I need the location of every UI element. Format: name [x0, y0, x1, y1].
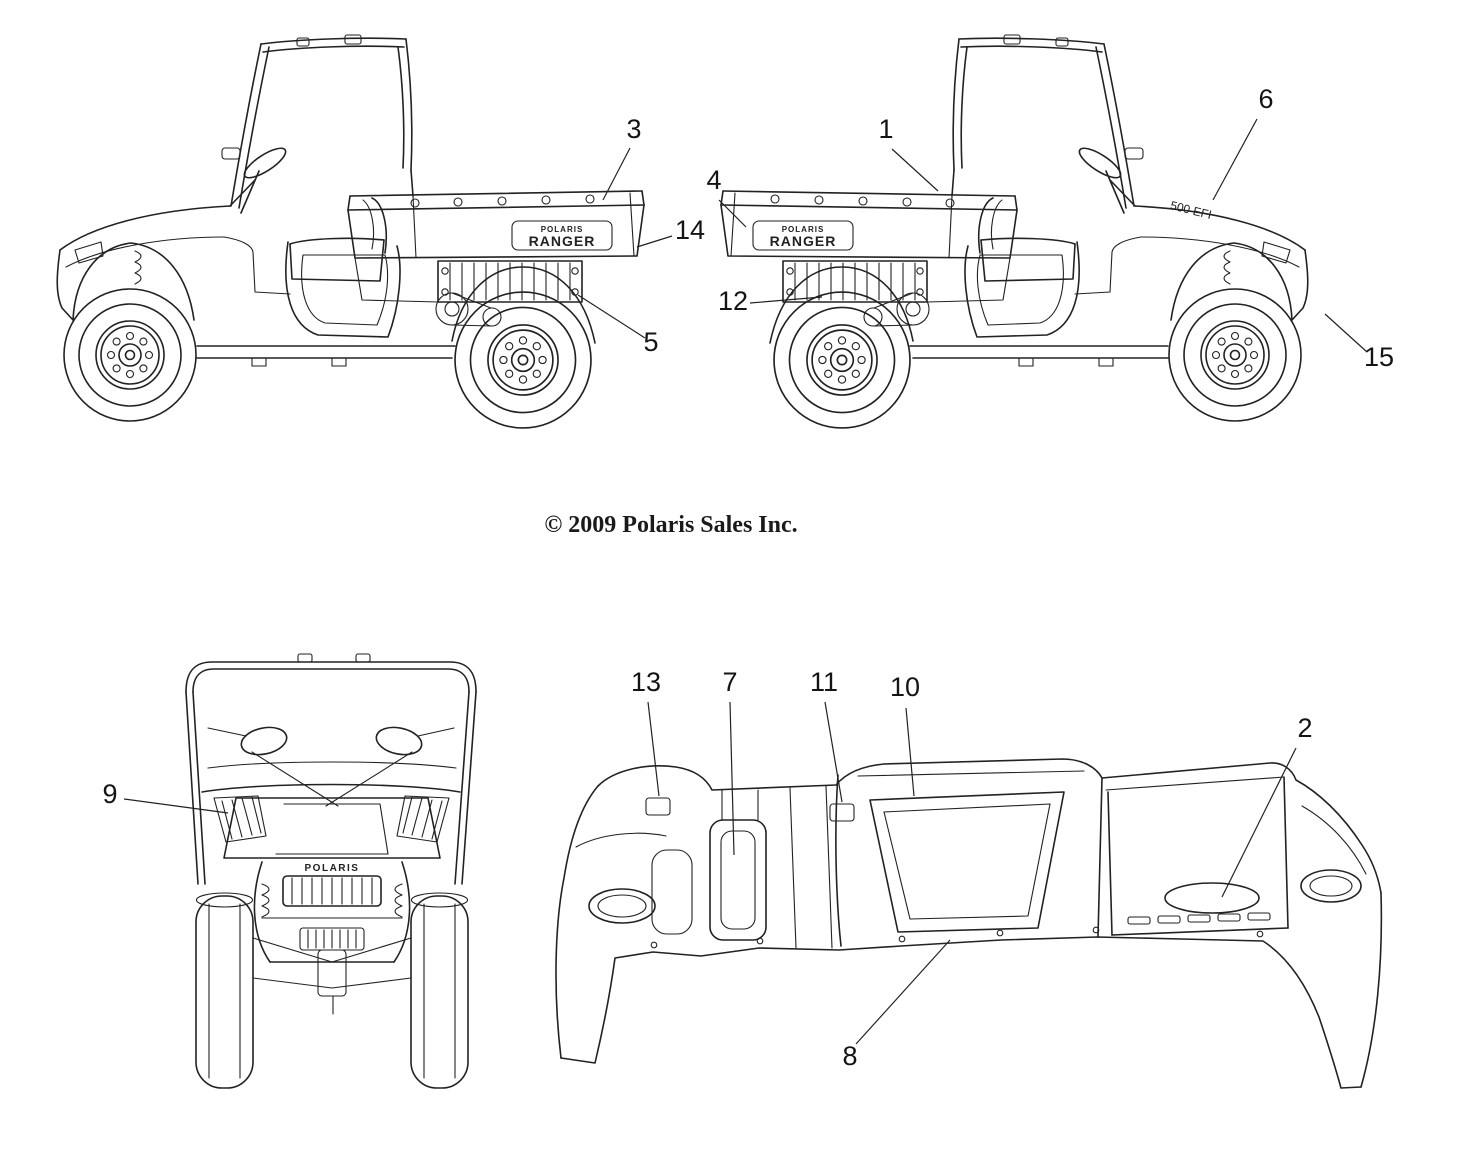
center-opening-inner	[883, 803, 1051, 920]
center-hood-hump	[835, 770, 1103, 947]
front-suspension	[252, 883, 412, 1015]
decal-500efi: 500 EFI	[1169, 198, 1213, 222]
callout-12-number: 12	[718, 286, 748, 316]
callout-9-leader	[123, 798, 229, 814]
callout-7-leader	[729, 701, 735, 856]
decal-polaris-front: POLARIS	[305, 863, 360, 874]
front-view	[185, 653, 477, 1089]
right-mirror	[375, 726, 423, 756]
right-fender-pod	[1300, 805, 1367, 903]
callout-8: 8	[842, 939, 951, 1071]
callout-3-number: 3	[626, 114, 641, 144]
dash-panel-view	[555, 758, 1383, 1089]
decal-location-11	[829, 803, 855, 822]
front-roll-cage	[185, 653, 477, 885]
grille-bumper	[253, 861, 411, 963]
callout-7-number: 7	[722, 667, 737, 697]
callout-14-number: 14	[675, 215, 705, 245]
callout-12: 12	[718, 286, 823, 316]
right-headlight-pod	[396, 795, 450, 843]
callout-1-leader	[891, 148, 939, 192]
callout-15-leader	[1324, 313, 1368, 353]
left-front-tire	[195, 895, 254, 1089]
callout-5: 5	[577, 294, 659, 357]
decal-ranger-left: RANGER	[529, 233, 596, 249]
callout-15-number: 15	[1364, 342, 1394, 372]
right-storage-box	[1105, 776, 1289, 936]
callout-2: 2	[1221, 713, 1313, 898]
left-mirror	[240, 726, 288, 756]
decal-location-2	[1164, 882, 1260, 914]
dash-left-edge	[555, 785, 599, 1059]
callout-6-leader	[1212, 118, 1258, 201]
callout-15: 15	[1324, 313, 1394, 372]
callout-7: 7	[722, 667, 738, 856]
decal-location-13	[645, 797, 671, 816]
dash-top-edge	[597, 758, 1382, 894]
decal-polaris-left: POLARIS	[541, 225, 584, 234]
callout-8-leader	[855, 939, 951, 1045]
cage-braces	[207, 751, 457, 807]
mirrors	[207, 726, 455, 756]
callout-4-number: 4	[706, 165, 721, 195]
callout-9: 9	[102, 779, 229, 814]
callout-10-number: 10	[890, 672, 920, 702]
callout-10: 10	[890, 672, 920, 797]
center-console	[709, 789, 767, 941]
callout-5-number: 5	[643, 327, 658, 357]
callout-14: 14	[636, 215, 705, 248]
callout-11-number: 11	[810, 667, 838, 697]
callout-6: 6	[1212, 84, 1274, 201]
decal-ranger-right: RANGER	[770, 233, 837, 249]
callout-13: 13	[631, 667, 661, 797]
callout-13-leader	[647, 701, 660, 797]
front-hood	[201, 783, 461, 859]
callout-12-leader	[749, 296, 823, 304]
callout-11: 11	[810, 667, 843, 803]
callout-4-leader	[718, 199, 747, 228]
callout-1: 1	[878, 114, 939, 192]
callout-10-leader	[905, 707, 915, 797]
callout-1-number: 1	[878, 114, 893, 144]
callouts: 1 2 3 4 5 6 7 8	[102, 84, 1394, 1071]
left-headlight-pod	[213, 795, 267, 843]
callout-3: 3	[602, 114, 642, 201]
callout-6-number: 6	[1258, 84, 1273, 114]
callout-8-number: 8	[842, 1041, 857, 1071]
callout-5-leader	[577, 294, 646, 339]
callout-9-number: 9	[102, 779, 117, 809]
dash-bottom-edge	[560, 936, 1362, 1089]
left-coil-spring	[261, 883, 270, 918]
mount-bolts	[650, 926, 1264, 949]
callout-14-leader	[636, 235, 673, 248]
front-wheels	[195, 892, 469, 1089]
decal-polaris-right: POLARIS	[782, 225, 825, 234]
center-opening-outer	[869, 791, 1065, 933]
right-coil-spring	[394, 883, 403, 918]
left-vent	[651, 849, 693, 935]
dash-right-edge	[1360, 892, 1383, 1088]
grille	[282, 875, 382, 907]
callout-4: 4	[706, 165, 747, 228]
left-fender-pod	[575, 832, 667, 924]
callout-11-leader	[824, 701, 843, 803]
right-front-tire	[410, 895, 469, 1089]
callout-13-number: 13	[631, 667, 661, 697]
copyright-text: © 2009 Polaris Sales Inc.	[544, 512, 797, 538]
callout-2-leader	[1221, 747, 1297, 898]
callout-2-number: 2	[1297, 713, 1312, 743]
callout-3-leader	[602, 147, 631, 201]
